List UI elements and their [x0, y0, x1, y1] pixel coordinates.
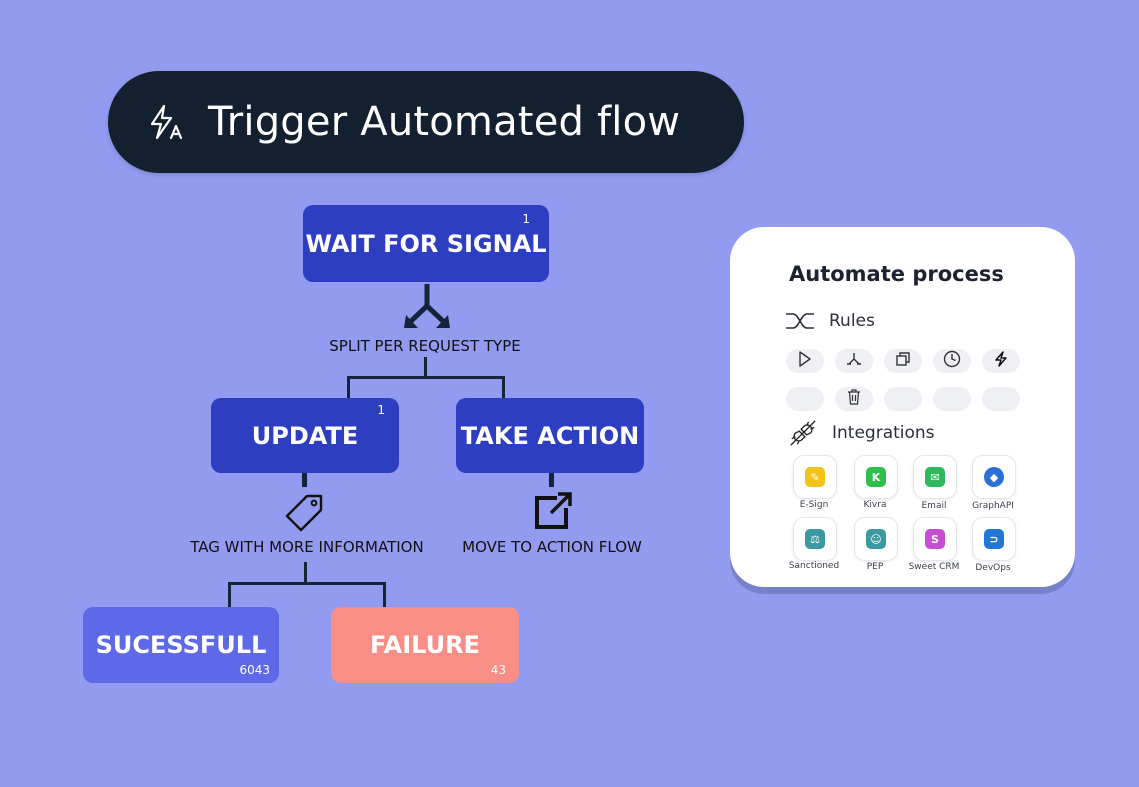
connector [383, 582, 386, 607]
tag-label: TAG WITH MORE INFORMATION [190, 538, 424, 556]
successful-count-badge: 6043 [239, 663, 270, 677]
integration-kivra[interactable]: K [854, 455, 898, 499]
connector [228, 582, 231, 607]
take-action-label: TAKE ACTION [460, 421, 640, 450]
failure-count-badge: 43 [490, 663, 506, 677]
rule-empty-slot[interactable] [786, 387, 824, 411]
update-label: UPDATE [251, 421, 359, 450]
clock-icon [943, 350, 961, 372]
rule-empty-slot[interactable] [933, 387, 971, 411]
copy-icon [895, 351, 911, 371]
update-node[interactable]: UPDATE 1 [211, 398, 399, 473]
email-icon: ✉ [925, 467, 945, 487]
flash-auto-icon [146, 102, 186, 142]
pep-icon: ☺ [866, 529, 886, 549]
kivra-icon: K [866, 467, 886, 487]
successful-label: SUCESSFULL [95, 631, 267, 659]
flow-title-banner: Trigger Automated flow [108, 71, 744, 173]
rule-start-button[interactable] [786, 349, 824, 373]
plug-icon [788, 418, 818, 448]
integration-label: GraphAPI [972, 501, 1014, 511]
rule-split-button[interactable] [835, 349, 873, 373]
flash-icon [994, 351, 1008, 371]
rule-delay-button[interactable] [933, 349, 971, 373]
graphapi-icon: ◆ [984, 467, 1004, 487]
rule-copy-button[interactable] [884, 349, 922, 373]
connector [228, 582, 386, 585]
sanctioned-icon: ⚖ [805, 529, 825, 549]
integration-label: DevOps [975, 563, 1011, 573]
move-label: MOVE TO ACTION FLOW [462, 538, 642, 556]
integration-sanctioned[interactable]: ⚖ [793, 517, 837, 561]
rule-empty-slot[interactable] [884, 387, 922, 411]
flow-title: Trigger Automated flow [208, 99, 681, 145]
integration-label: E-Sign [799, 500, 829, 510]
wait-count-badge: 1 [522, 212, 530, 226]
integration-pep[interactable]: ☺ [854, 517, 898, 561]
integration-label: Email [921, 501, 947, 511]
panel-title: Automate process [789, 262, 1004, 286]
integration-label: Sanctioned [788, 561, 840, 571]
integration-graphapi[interactable]: ◆ [972, 455, 1016, 499]
integration-email[interactable]: ✉ [913, 455, 957, 499]
connector [304, 562, 307, 583]
rule-delete-button[interactable] [835, 387, 873, 411]
integration-sweetcrm[interactable]: S [913, 517, 957, 561]
integrations-section-header: Integrations [788, 418, 935, 448]
rule-trigger-button[interactable] [982, 349, 1020, 373]
take-action-node[interactable]: TAKE ACTION [456, 398, 644, 473]
integration-devops[interactable]: ⊃ [972, 517, 1016, 561]
shuffle-icon [785, 306, 815, 336]
wait-for-signal-node[interactable]: WAIT FOR SIGNAL 1 [303, 205, 549, 282]
successful-node[interactable]: SUCESSFULL 6043 [83, 607, 279, 683]
integration-label: PEP [866, 562, 884, 572]
automate-process-panel: Automate process Rules [730, 227, 1075, 587]
update-count-badge: 1 [377, 403, 385, 417]
rules-label: Rules [829, 311, 875, 331]
rules-section-header: Rules [785, 306, 875, 336]
rule-chips-row [786, 387, 1020, 411]
connector [549, 473, 554, 487]
connector [347, 376, 505, 379]
integration-esign[interactable]: ✎ [793, 455, 837, 499]
connector [302, 473, 307, 487]
integration-label: Sweet CRM [908, 562, 960, 572]
esign-icon: ✎ [805, 467, 825, 487]
play-icon [798, 351, 812, 371]
open-external-icon [533, 490, 573, 530]
split-arrows-icon [402, 282, 452, 330]
split-icon [846, 351, 862, 371]
trash-icon [847, 389, 861, 409]
wait-for-signal-label: WAIT FOR SIGNAL [305, 229, 547, 258]
split-label: SPLIT PER REQUEST TYPE [329, 337, 521, 355]
connector [347, 376, 350, 398]
devops-icon: ⊃ [984, 529, 1004, 549]
sweetcrm-icon: S [925, 529, 945, 549]
rule-chips-row [786, 349, 1020, 373]
tag-icon [283, 490, 327, 534]
connector [424, 357, 427, 378]
failure-node[interactable]: FAILURE 43 [331, 607, 519, 683]
connector [502, 376, 505, 398]
integration-label: Kivra [863, 500, 887, 510]
integrations-label: Integrations [832, 423, 935, 443]
rule-empty-slot[interactable] [982, 387, 1020, 411]
failure-label: FAILURE [370, 631, 480, 659]
